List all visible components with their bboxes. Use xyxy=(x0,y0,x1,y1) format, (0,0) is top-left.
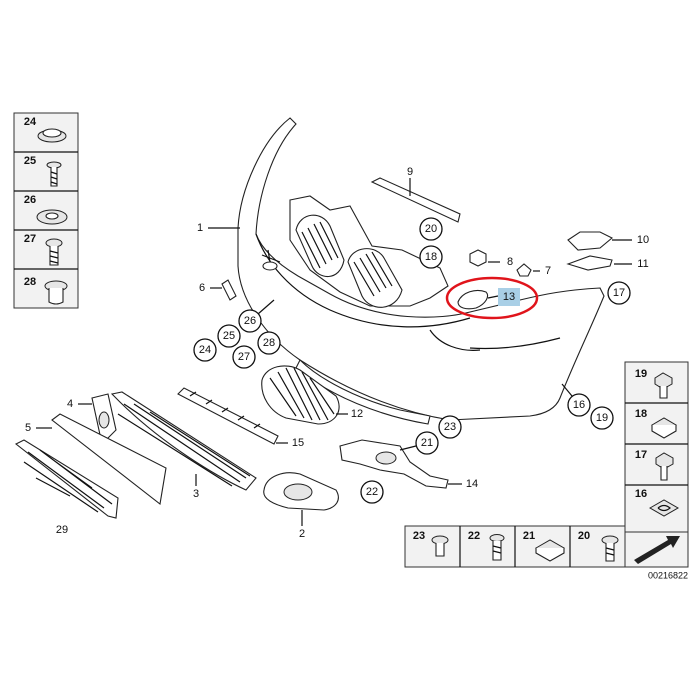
circle-16: 16 xyxy=(573,399,585,411)
circle-23: 23 xyxy=(444,421,456,433)
label-8: 8 xyxy=(507,256,513,268)
part-6-bracket: 6 xyxy=(199,279,237,301)
diagram-code: 00216822 xyxy=(648,570,688,580)
circle-22: 22 xyxy=(366,486,378,498)
circle-27: 27 xyxy=(238,351,250,363)
part-11-bracket: 11 xyxy=(566,255,649,271)
label-11: 11 xyxy=(637,258,648,270)
spring-nut-icon xyxy=(648,499,680,517)
front-bumper xyxy=(237,117,605,425)
label-13: 13 xyxy=(503,291,515,303)
highlight-label-box xyxy=(498,288,520,306)
part-14-bracket: 14 xyxy=(339,439,478,490)
left-legend-26: 26 xyxy=(24,194,36,206)
label-12: 12 xyxy=(351,408,363,420)
right-legend-19: 19 xyxy=(635,368,647,380)
bottom-legend: 23 22 21 20 xyxy=(404,525,626,568)
label-6: 6 xyxy=(199,282,205,294)
part-10-bracket: 10 xyxy=(567,231,649,251)
label-10: 10 xyxy=(637,234,649,246)
label-29: 29 xyxy=(56,524,68,536)
circle-callouts: 26 25 24 27 28 20 18 17 16 19 23 21 22 xyxy=(193,217,631,504)
screw-icon xyxy=(46,161,62,187)
right-legend-16: 16 xyxy=(635,488,647,500)
left-legend-25: 25 xyxy=(24,155,36,167)
label-1: 1 xyxy=(197,222,203,234)
label-3: 3 xyxy=(193,488,199,500)
circle-28: 28 xyxy=(263,337,275,349)
part-13-highlight: 13 xyxy=(445,276,539,320)
clip-nut-icon xyxy=(651,417,677,439)
left-legend-24: 24 xyxy=(24,116,37,128)
right-legend-17: 17 xyxy=(635,449,647,461)
circle-20: 20 xyxy=(425,223,437,235)
part-7-fastener: 7 xyxy=(516,263,551,277)
hex-screw-icon xyxy=(655,452,674,481)
part-2-fog-trim: 2 xyxy=(263,472,339,540)
label-14: 14 xyxy=(466,478,478,490)
label-9: 9 xyxy=(407,166,413,178)
circle-17: 17 xyxy=(613,287,625,299)
label-5: 5 xyxy=(25,422,31,434)
part-29-mesh-plate: 29 xyxy=(14,439,119,536)
left-legend: 24 25 26 27 28 xyxy=(13,112,79,309)
circle-21: 21 xyxy=(421,437,433,449)
circle-18: 18 xyxy=(425,251,437,263)
torx-bolt-icon xyxy=(601,535,619,562)
u-nut-icon xyxy=(534,539,566,562)
circle-25: 25 xyxy=(223,330,235,342)
hex-bolt-icon xyxy=(654,372,673,399)
bottom-legend-21: 21 xyxy=(523,530,535,542)
circle-24: 24 xyxy=(199,344,211,356)
bottom-legend-20: 20 xyxy=(578,530,590,542)
label-15: 15 xyxy=(292,437,304,449)
highlight-ring xyxy=(445,276,539,320)
part-12-grille: 12 xyxy=(261,365,363,425)
expanding-rivet-icon xyxy=(431,535,449,557)
part-3-lower-grille: 3 xyxy=(110,391,257,500)
part-15-strip: 15 xyxy=(177,387,304,449)
sleeve-nut-icon xyxy=(44,280,68,305)
right-legend-18: 18 xyxy=(635,408,647,420)
right-legend-frame xyxy=(624,361,689,533)
washer-icon xyxy=(36,209,68,225)
part-4-bracket: 4 xyxy=(67,393,117,446)
bottom-legend-23: 23 xyxy=(413,530,425,542)
push-rivet-icon xyxy=(489,534,505,561)
grommet-icon xyxy=(37,128,67,143)
bolt-icon xyxy=(45,238,63,266)
label-7: 7 xyxy=(545,265,551,277)
circle-26: 26 xyxy=(244,315,256,327)
part-5-plate: 5 xyxy=(25,413,167,506)
bottom-legend-22: 22 xyxy=(468,530,480,542)
left-legend-28: 28 xyxy=(24,276,36,288)
label-2: 2 xyxy=(299,528,305,540)
part-9-strip: 9 xyxy=(370,166,461,223)
left-legend-27: 27 xyxy=(24,233,36,245)
direction-arrow-icon xyxy=(624,531,689,568)
right-legend: 19 18 17 16 xyxy=(624,361,689,533)
part-8-fastener: 8 xyxy=(469,249,513,268)
label-4: 4 xyxy=(67,398,73,410)
circle-19: 19 xyxy=(596,412,608,424)
